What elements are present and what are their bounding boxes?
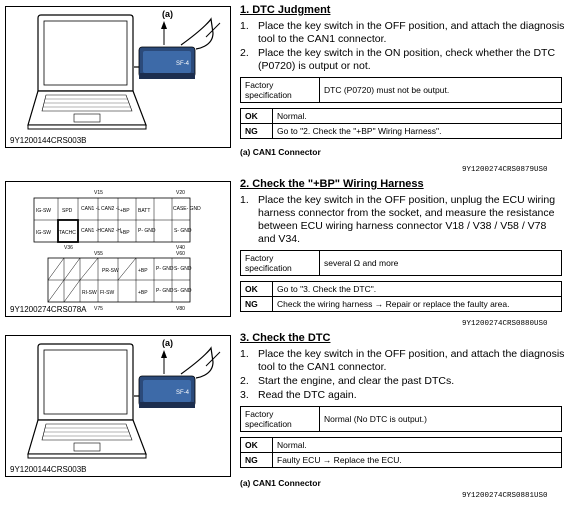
figure-callout-caption: (a) CAN1 Connector [240,478,321,488]
step-list: 1.Place the key switch in the OFF positi… [240,348,565,402]
pin-v80: V80 [176,306,185,312]
result-table: OK Normal. NG Faulty ECU → Replace the E… [240,437,562,468]
pin-ri-sw: RI-SW [82,290,97,296]
pin-v40: V40 [176,245,185,251]
spec-label: Factory specification [240,250,320,276]
pin-s-gnd: S- GND [174,228,192,234]
spec-label: Factory specification [240,77,320,103]
reference-code: 9Y1200274CRS0879US0 [462,166,548,174]
pin-batt: BATT [138,208,150,214]
pin-can2h: CAN2 -H [101,228,121,234]
spec-label: Factory specification [240,406,320,432]
reference-code: 9Y1200274CRS0881US0 [462,492,548,500]
pin-s-gnd-2: S- GND [174,266,192,272]
pin-case-gnd: CASE- GND [173,206,201,212]
spec-value: DTC (P0720) must not be output. [319,77,562,103]
ok-value: Go to "3. Check the DTC". [272,281,562,297]
pin-v75: V75 [94,306,103,312]
step-item: 2.Start the engine, and clear the past D… [240,375,455,387]
figure-laptop-1: SF-4 (a) 9Y1200144CRS003B [5,6,231,148]
pin-v15: V15 [94,190,103,196]
section-check-dtc: 3. Check the DTC 1.Place the key switch … [240,332,565,490]
pin-p-gnd-2: P- GND [156,266,174,272]
section-title: 1. DTC Judgment [240,4,331,16]
callout-a-label: (a) [162,338,173,348]
laptop-diagnosis-illustration: SF-4 [27,343,221,459]
ng-label: NG [240,296,273,312]
section-check-bp-harness: 2. Check the "+BP" Wiring Harness 1.Plac… [240,178,565,312]
figure-callout-caption: (a) CAN1 Connector [240,147,321,157]
ng-value: Check the wiring harness → Repair or rep… [272,296,562,312]
spec-value: several Ω and more [319,250,562,276]
callout-a-label: (a) [162,9,173,19]
pin-can2l: CAN2 -L [101,206,120,212]
section-title: 3. Check the DTC [240,332,331,344]
ok-value: Normal. [272,437,562,453]
pin-pr-sw: PR-SW [102,268,119,274]
figure-laptop-2: SF-4 (a) 9Y1200144CRS003B [5,335,231,477]
tool-brand: SF-4 [176,61,190,67]
ecu-connector-diagram: V15 V20 V36 V40 IG-SW SPD CAN1 -L CAN2 -… [33,190,201,312]
pin-ig-sw: IG-SW [36,208,51,214]
pin-p-gnd: P- GND [138,228,156,234]
pin-bp: +BP [120,208,130,214]
tool-brand: SF-4 [176,390,190,396]
pin-bp-3: +BP [138,268,148,274]
ok-label: OK [240,437,273,453]
step-list: 1.Place the key switch in the OFF positi… [240,194,565,246]
pin-s-gnd-3: S- GND [174,288,192,294]
spec-value: Normal (No DTC is output.) [319,406,562,432]
section-dtc-judgment: 1. DTC Judgment 1.Place the key switch i… [240,4,565,159]
pin-bp-4: +BP [138,290,148,296]
pin-can1h: CAN1 -H [81,228,101,234]
ok-value: Normal. [272,108,562,124]
ng-label: NG [240,452,273,468]
step-list: 1.Place the key switch in the OFF positi… [240,20,565,73]
pin-v55: V55 [94,251,103,257]
laptop-diagnosis-illustration: SF-4 [27,14,221,130]
pin-ig-sw-2: IG-SW [36,230,51,236]
step-item: 3.Read the DTC again. [240,389,357,401]
ng-value: Go to "2. Check the "+BP" Wiring Harness… [272,123,562,139]
section-title: 2. Check the "+BP" Wiring Harness [240,178,424,190]
step-item: 1.Place the key switch in the OFF positi… [240,20,565,45]
factory-spec-table: Factory specification Normal (No DTC is … [240,406,562,432]
ng-label: NG [240,123,273,139]
pin-bp-2: +BP [120,230,130,236]
pin-v36: V36 [64,245,73,251]
figure-caption: 9Y1200144CRS003B [10,136,87,145]
step-item: 1.Place the key switch in the OFF positi… [240,348,565,373]
pin-p-gnd-3: P- GND [156,288,174,294]
figure-connector: V15 V20 V36 V40 IG-SW SPD CAN1 -L CAN2 -… [5,181,231,317]
ok-label: OK [240,108,273,124]
pin-spd: SPD [62,208,73,214]
reference-code: 9Y1200274CRS0880US0 [462,320,548,328]
pin-v20: V20 [176,190,185,196]
step-item: 2.Place the key switch in the ON positio… [240,47,556,72]
factory-spec-table: Factory specification several Ω and more [240,250,562,276]
result-table: OK Normal. NG Go to "2. Check the "+BP" … [240,108,562,139]
ok-label: OK [240,281,273,297]
factory-spec-table: Factory specification DTC (P0720) must n… [240,77,562,103]
figure-caption: 9Y1200144CRS003B [10,465,87,474]
pin-v60: V60 [176,251,185,257]
pin-tachc: TACHC [59,230,76,236]
ng-value: Faulty ECU → Replace the ECU. [272,452,562,468]
pin-fi-sw: FI-SW [100,290,114,296]
figure-caption: 9Y1200274CRS078A [10,305,87,314]
result-table: OK Go to "3. Check the DTC". NG Check th… [240,281,562,312]
pin-can1l: CAN1 -L [81,206,100,212]
step-item: 1.Place the key switch in the OFF positi… [240,194,556,245]
